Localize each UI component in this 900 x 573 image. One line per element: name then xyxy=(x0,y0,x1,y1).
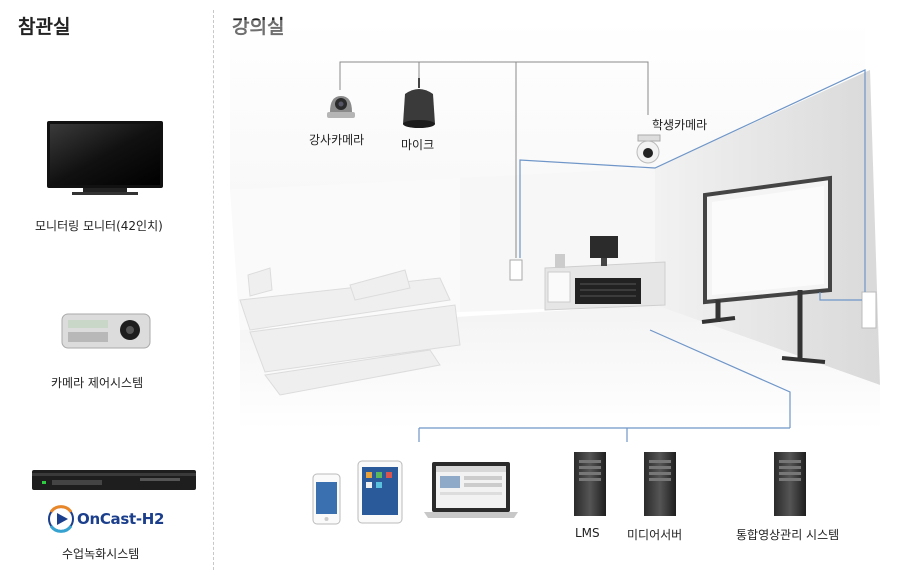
observation-room-title: 참관실 xyxy=(18,16,71,38)
rack-recorder-icon xyxy=(32,470,196,490)
oncast-brand-text: OnCast-H2 xyxy=(77,510,165,528)
media-server-label: 미디어서버 xyxy=(627,528,683,542)
mic-label: 마이크 xyxy=(401,138,435,152)
wall-connector-left xyxy=(509,259,523,281)
monitor-tv-icon xyxy=(47,121,163,195)
oncast-logo-icon xyxy=(48,505,74,533)
server-tower-media-icon xyxy=(644,452,676,516)
server-tower-lms-icon xyxy=(574,452,606,516)
lms-label: LMS xyxy=(575,526,600,540)
laptop-icon xyxy=(424,462,518,518)
tablet-icon xyxy=(357,460,403,524)
vms-label: 통합영상관리 시스템 xyxy=(736,528,840,542)
teacher-camera-icon xyxy=(327,96,355,118)
smartphone-icon xyxy=(312,473,341,525)
camera-controller-label: 카메라 제어시스템 xyxy=(51,376,144,390)
monitor-label: 모니터링 모니터(42인치) xyxy=(35,219,163,233)
student-desks xyxy=(239,267,461,396)
network-lines xyxy=(418,69,866,442)
server-tower-vms-icon xyxy=(774,452,806,516)
electronic-board xyxy=(701,175,832,364)
camera-controller-icon xyxy=(61,313,151,349)
teacher-podium xyxy=(544,236,666,311)
mic-icon xyxy=(403,78,435,128)
recorder-label: 수업녹화시스템 xyxy=(62,547,140,561)
teacher-camera-label: 강사카메라 xyxy=(309,133,365,147)
wall-connector-right xyxy=(861,291,877,329)
section-divider xyxy=(213,10,214,570)
student-camera-icon xyxy=(636,134,661,164)
student-camera-label: 학생카메라 xyxy=(652,118,708,132)
